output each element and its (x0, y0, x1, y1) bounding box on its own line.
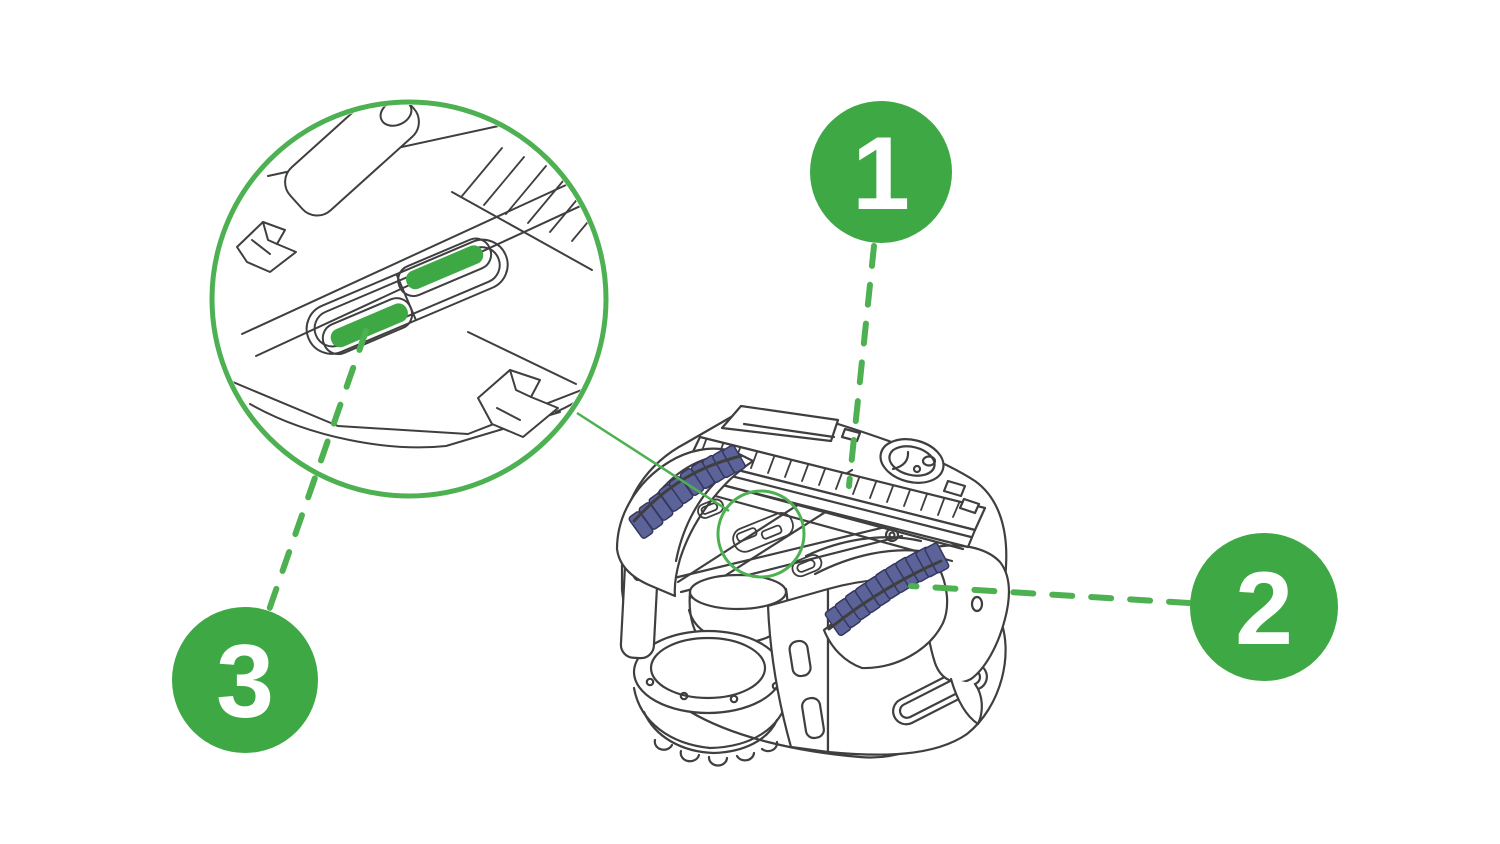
top-tab-with-hole (284, 105, 420, 217)
green-latch-tab (405, 245, 484, 290)
callout-badge-2: 2 (1190, 533, 1338, 681)
callout-badge-1: 1 (810, 101, 952, 243)
gear-teeth (653, 738, 779, 767)
badge-circle-2 (1190, 533, 1338, 681)
callout-1-dashed-line (846, 243, 877, 489)
badge-circle-3 (172, 607, 318, 753)
part-location-ring (716, 489, 806, 579)
right-wheel (804, 536, 950, 670)
left-wheel (615, 444, 755, 598)
handle-slot (892, 662, 988, 726)
left-latch-clip (236, 221, 297, 273)
hatch-lines (461, 147, 603, 242)
bumper-brush-bar (681, 435, 987, 563)
edge-nubs (840, 427, 981, 515)
magnifier-backdrop (215, 105, 603, 493)
latch-slot-glyphs (697, 498, 823, 578)
magnifier-detail (209, 99, 609, 499)
magnifier-connector-line (576, 411, 730, 513)
caster-wheel-dial (879, 438, 945, 484)
latch-recess (305, 237, 509, 356)
front-face-panel (766, 587, 830, 754)
zoom-detail-ring (209, 99, 609, 499)
green-latch-tab (330, 303, 408, 348)
face-slot (801, 696, 825, 740)
badge-label-2: 2 (1235, 551, 1293, 667)
face-slot (788, 639, 812, 678)
badge-circle-1 (810, 101, 952, 243)
badge-label-1: 1 (852, 116, 910, 232)
callout-leader-lines (266, 243, 1192, 613)
callout-3-dashed-line (266, 328, 369, 613)
callout-2-dashed-line (908, 583, 1192, 606)
back-fin (720, 404, 840, 443)
cleaning-head-module (632, 629, 789, 767)
robot-vacuum-illustration (615, 404, 1011, 767)
callout-badge-3: 3 (172, 607, 318, 753)
badge-label-3: 3 (216, 624, 274, 740)
